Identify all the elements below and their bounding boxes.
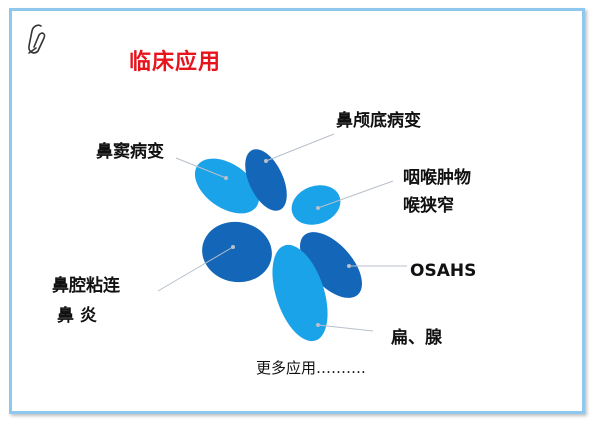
- petal-osahs: [300, 232, 362, 298]
- connector-skull-base: [265, 133, 335, 162]
- label-tonsil: 扁、腺: [391, 328, 442, 348]
- connector-dots: [224, 159, 351, 327]
- label-nasal-cavity-1: 鼻腔粘连: [52, 276, 120, 296]
- connector-tonsil: [317, 324, 374, 332]
- petal-nasal-cavity: [202, 221, 272, 283]
- petal-pharynx: [291, 185, 341, 225]
- label-pharynx-2: 喉狭窄: [403, 196, 454, 216]
- label-osahs: OSAHS: [410, 261, 477, 281]
- connector-lines: [157, 133, 407, 332]
- label-pharynx-1: 咽喉肿物: [403, 168, 471, 188]
- page-title: 临床应用: [129, 50, 222, 75]
- connector-sinus: [175, 157, 227, 179]
- connector-pharynx: [317, 180, 394, 209]
- petal-tonsil: [272, 244, 328, 342]
- connector-cavity: [157, 246, 234, 292]
- label-skull-base: 鼻颅底病变: [336, 111, 421, 131]
- petal-skull-base: [245, 149, 287, 211]
- label-nasal-cavity-2: 鼻 炎: [57, 306, 97, 326]
- label-sinus: 鼻窦病变: [96, 142, 164, 162]
- paperclip-icon: [28, 24, 46, 54]
- footer-more-applications: 更多应用……….: [256, 359, 366, 377]
